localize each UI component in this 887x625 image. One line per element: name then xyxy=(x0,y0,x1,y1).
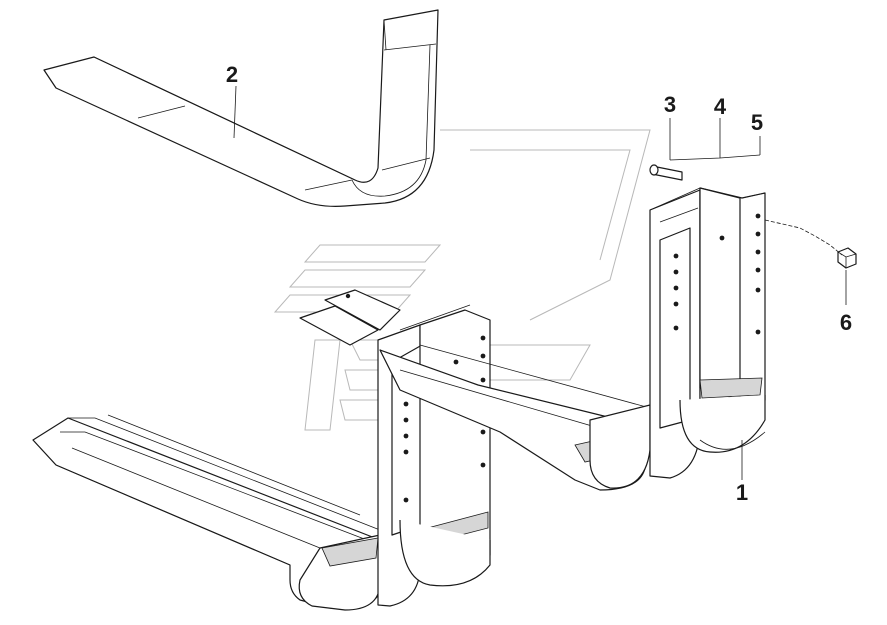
part-2-strap xyxy=(43,9,439,207)
callout-6: 6 xyxy=(840,310,852,335)
part-1-left-fork xyxy=(32,289,491,611)
part-3-pin xyxy=(649,164,683,181)
callout-1: 1 xyxy=(736,480,748,505)
callout-5: 5 xyxy=(751,110,763,135)
callout-2: 2 xyxy=(226,62,238,87)
assembly-line xyxy=(764,219,843,256)
callout-4: 4 xyxy=(714,94,727,119)
part-1-right-fork xyxy=(379,187,766,491)
part-6-nut xyxy=(837,247,857,269)
callout-3: 3 xyxy=(664,92,676,117)
leader-lines xyxy=(233,85,847,480)
